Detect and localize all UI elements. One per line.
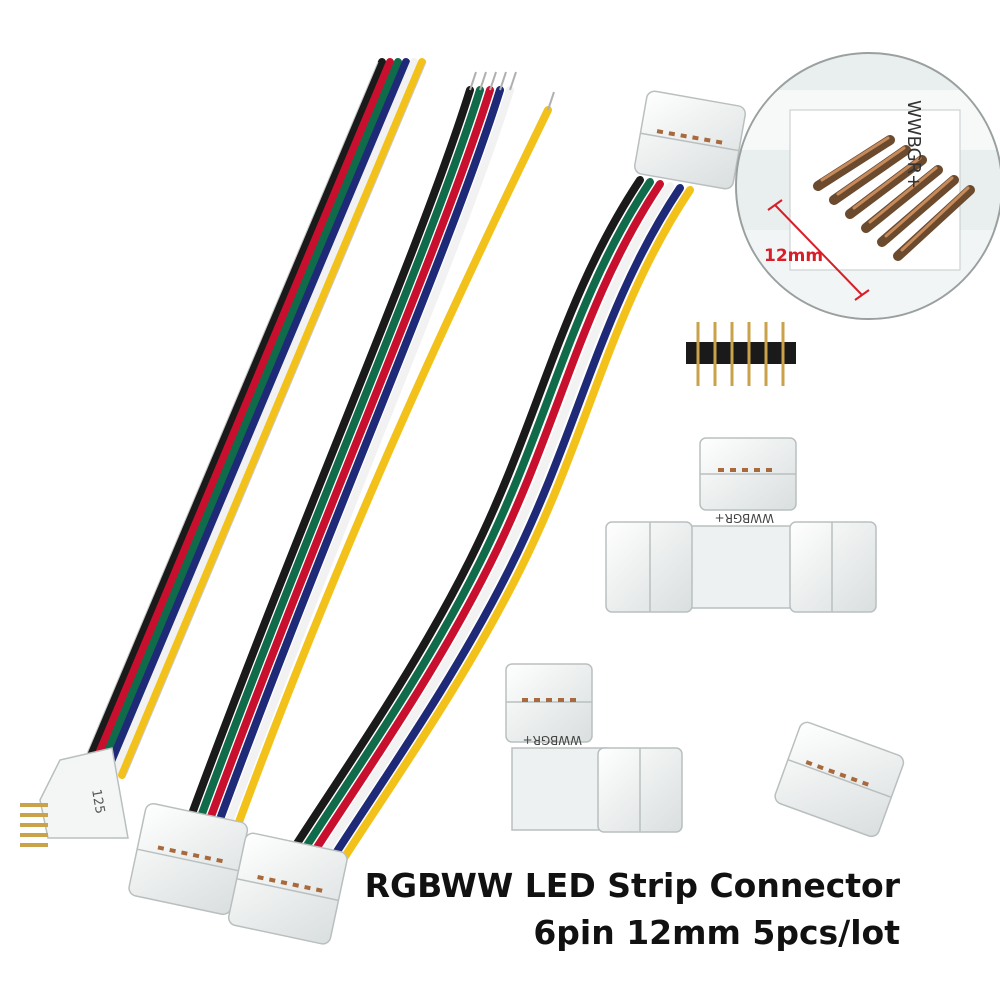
single-clip-contacts [805,760,869,787]
top-clip [633,90,747,190]
cable-2-wires [182,86,552,834]
cable-1-outline [77,61,427,776]
magnified-inset: WWBGR+ 12mm [735,52,1000,320]
caption-title: RGBWW LED Strip Connector [364,866,900,905]
cable-with-bottom-clip [128,71,555,916]
cable-with-pin-plug: 125 [20,58,427,847]
cable-2-tip-pins [469,71,555,111]
t-connector-label: WWBGR+ [715,511,774,525]
inset-pin-order-label: WWBGR+ [903,100,924,189]
plug-label: 125 [88,788,107,815]
t-connector-contacts [718,468,772,472]
cable-with-two-clips [227,90,747,945]
inset-dimension-label: 12mm [764,246,823,266]
bottom-clip-a [128,802,249,916]
l-connector: WWBGR+ [505,663,683,833]
l-connector-label: WWBGR+ [523,733,582,747]
cable-3-wires [276,176,694,884]
caption-specs: 6pin 12mm 5pcs/lot [533,913,900,952]
clip-a-contacts [157,845,223,864]
t-connector: WWBGR+ [605,437,877,613]
inset-pins [813,135,975,261]
pin-plug: 125 [20,747,129,847]
pin-header-pins [696,322,785,386]
dimension-marker [767,199,870,301]
l-connector-contacts [522,698,576,702]
top-clip-contacts [656,129,723,145]
inset-pin-highlights [820,136,970,252]
single-clip-connector [774,721,905,838]
plug-pins [20,803,48,847]
pin-header [686,322,796,386]
cable-1-wires [78,58,426,779]
clip-b-contacts [257,875,323,893]
bottom-clip-b [227,832,348,945]
